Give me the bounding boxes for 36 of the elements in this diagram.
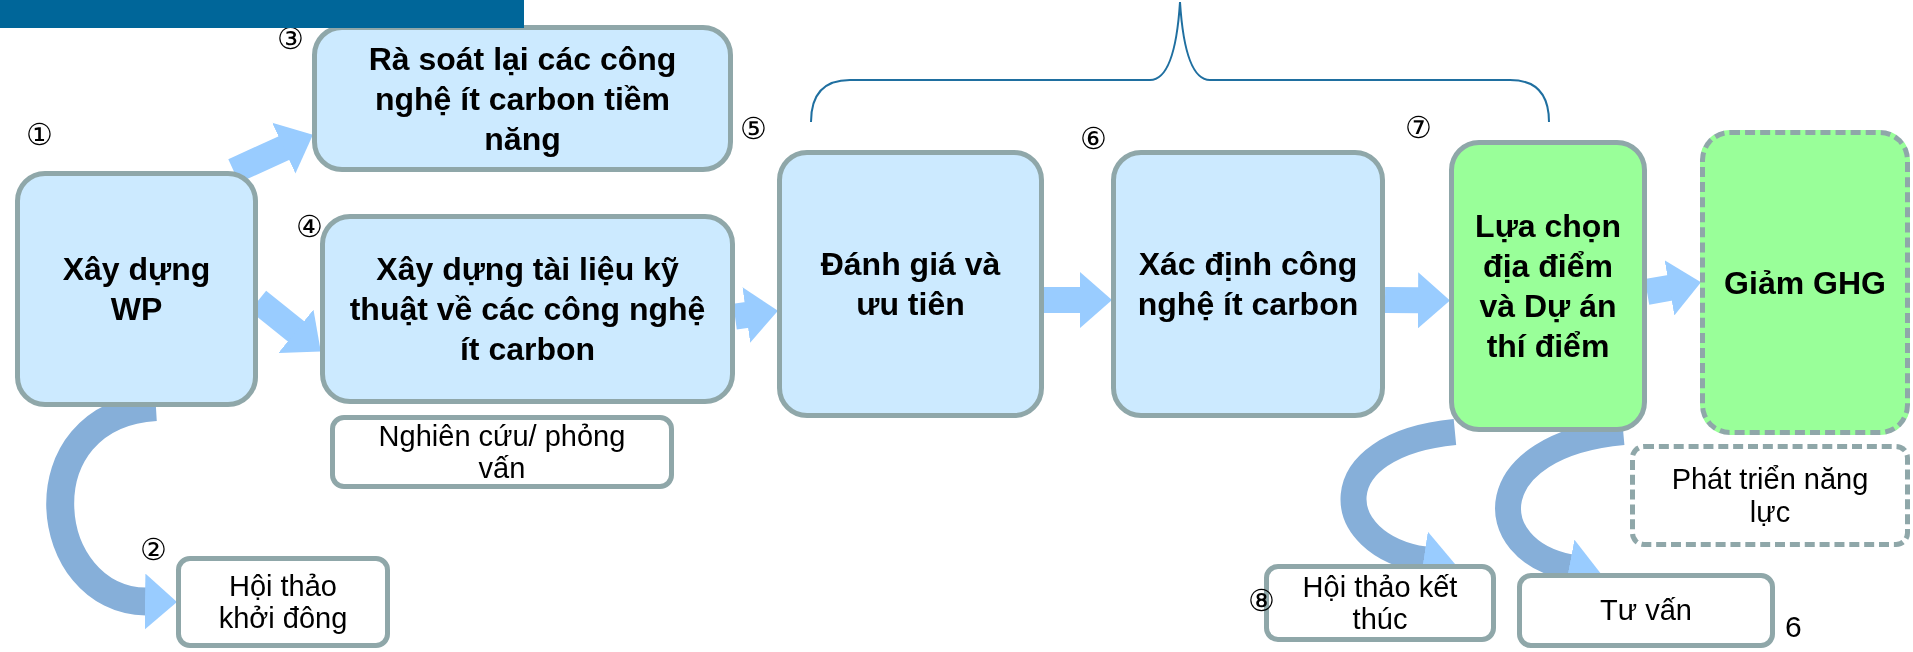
- node-text: Hội thảo kết thúc: [1301, 570, 1459, 636]
- process-box: [1700, 130, 1910, 435]
- node-text: Phát triển năng lực: [1670, 463, 1870, 528]
- step-number: ②: [140, 535, 167, 565]
- node-text: Xây dựng tài liệu kỹ thuật về các công nghệ ít carbon: [348, 250, 707, 369]
- node-text: Rà soát lại các công nghệ ít carbon tiềm năng: [367, 39, 678, 159]
- process-box: [1111, 150, 1385, 418]
- note-box: [176, 556, 390, 648]
- block-arrow: [1384, 272, 1450, 329]
- step-number: ⑦: [1405, 113, 1432, 143]
- node-text: Lựa chọn địa điểm và Dự án thí điểm: [1474, 207, 1622, 366]
- step-number: ①: [26, 120, 53, 150]
- note-box: [1630, 444, 1910, 547]
- process-box: [15, 171, 258, 407]
- node-text: Giảm GHG: [1724, 263, 1886, 303]
- block-arrow: [1044, 272, 1112, 329]
- step-number: ③: [277, 24, 304, 54]
- process-box: [1449, 140, 1647, 432]
- process-box: [777, 150, 1044, 418]
- note-box: [330, 415, 674, 489]
- step-number: ⑤: [740, 114, 767, 144]
- step-number: ⑧: [1248, 586, 1275, 616]
- node-text: Đánh giá và ưu tiên: [819, 245, 1002, 324]
- node-text: Tư vấn: [1600, 594, 1692, 627]
- node-text: Nghiên cứu/ phỏng vấn: [377, 419, 627, 485]
- step-number: ⑥: [1080, 124, 1107, 154]
- page-number: 6: [1785, 612, 1802, 642]
- title-bar: [0, 0, 524, 28]
- process-box: [312, 25, 733, 172]
- step-number: ④: [296, 212, 323, 242]
- node-text: Xác định công nghệ ít carbon: [1136, 245, 1360, 324]
- node-text: Hội thảo khởi đông: [217, 569, 349, 635]
- node-text: Xây dựng WP: [61, 250, 212, 329]
- block-arrow: [733, 287, 778, 343]
- process-box: [320, 214, 735, 404]
- note-box: [1517, 573, 1775, 648]
